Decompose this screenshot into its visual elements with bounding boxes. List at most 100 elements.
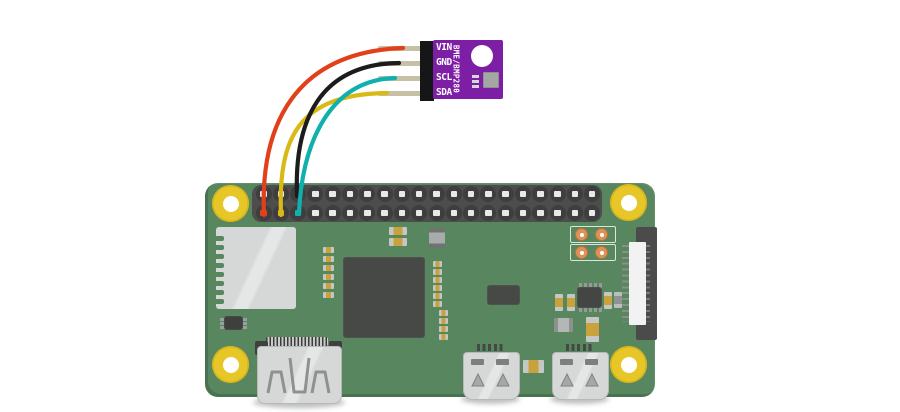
sensor-pin-housing [420,85,434,101]
gpio-pin-contact [329,209,336,217]
smd-resistor [389,238,407,246]
test-pad [595,246,608,259]
sensor-pad-bar [472,85,479,88]
test-pad [595,228,608,241]
test-pad-frame-1 [570,226,616,243]
test-pad-hole [599,250,604,255]
gpio-pin-contact [571,190,579,198]
gpio-pin-contact [467,209,475,217]
gpio-pin-contact [485,209,492,217]
gpio-pin-contact [433,209,440,217]
test-pad-hole [579,250,584,255]
sensor-pin-lead [378,91,424,96]
gpio-pin-contact [502,209,509,217]
gpio-pin-contact [415,190,423,198]
smd-resistor [439,326,448,332]
mounting-hole-center [620,194,637,211]
usb-slot [471,359,484,365]
gpio-pin-contact [415,209,423,217]
gpio-pin-contact [588,209,596,217]
sensor-pin-lead [378,76,424,81]
smd-capacitor [554,318,573,332]
gpio-pin-contact [398,209,406,217]
gpio-pin-contact [398,190,406,198]
gpio-pin-contact [329,190,336,198]
gpio-pin-contact [433,190,440,198]
smd-resistor [433,277,442,283]
mounting-hole-bottom-left [212,346,249,383]
camera-connector-teeth [622,245,629,322]
microsd-contact-notch [215,236,224,241]
small-ic [224,316,243,330]
camera-connector-teeth-inner [646,245,650,322]
test-pad-frame-2 [570,244,616,261]
smd-resistor [439,310,448,316]
test-pad [575,228,588,241]
usb-pins [477,344,503,351]
smd-resistor [567,294,575,311]
usb-slot [560,359,573,365]
sensor-pad-bar [472,75,479,78]
sensor-pin-housing [420,40,434,56]
gpio-pin-contact [571,209,579,217]
mounting-hole-bottom-right [610,346,647,383]
smd-resistor [439,334,448,340]
sensor-pin-label-gnd: GND [436,57,452,68]
capacitor [429,228,445,248]
gpio-pin-contact [450,190,458,198]
mounting-hole-top-left [212,185,249,222]
gpio-pin-contact [502,190,509,198]
smd-resistor [433,269,442,275]
sensor-pin-lead [378,46,424,51]
microsd-contact-notch [215,254,224,259]
microsd-contact-notch [215,290,224,295]
gpio-pin-contact [277,209,285,217]
gpio-pin-contact [364,190,371,198]
gpio-pin-contact [312,190,319,198]
gpio-pin-contact [364,209,371,217]
soc-chip [343,257,425,338]
gpio-pin-contact [485,190,492,198]
smd-capacitor [614,292,622,308]
mounting-hole-top-right [610,184,647,221]
usb-pins [566,344,592,351]
camera-ribbon [629,242,646,325]
sensor-pin-lead [378,61,424,66]
sensor-chip [483,72,499,88]
usb-slot [496,359,509,365]
sensor-pin-housing [420,70,434,86]
gpio-pin-contact [467,190,475,198]
sensor-pin-housing [420,55,434,71]
smd-resistor [433,301,442,307]
sensor-mounting-hole [471,45,493,67]
gpio-pin-contact [554,190,561,198]
smd-resistor [323,283,334,289]
microsd-contact-notch [215,281,224,286]
gpio-pin-contact [312,209,319,217]
smd-resistor [433,261,442,267]
sensor-pin-label-vin: VIN [436,42,452,53]
gpio-pin-contact [519,190,527,198]
microsd-slot [216,227,296,309]
gpio-pin-contact [519,209,527,217]
smd-resistor [323,274,334,280]
gpio-pin-contact [260,209,267,217]
smd-resistor [604,292,612,309]
test-pad-hole [599,232,604,237]
mounting-hole-center [222,195,239,212]
microsd-contact-notch [215,263,224,268]
gpio-pin-contact [588,190,596,198]
memory-chip [487,285,520,305]
gpio-pin-contact [277,190,285,198]
gpio-pin-contact [381,209,388,217]
smd-resistor [555,294,563,311]
sensor-pad-bar [472,80,479,83]
test-pad-hole [579,232,584,237]
smd-resistor [433,293,442,299]
gpio-pin-contact [260,190,267,198]
gpio-pin-contact [346,209,354,217]
mounting-hole-center [620,356,637,373]
smd-resistor [523,360,544,373]
sensor-vertical-label: BME/BMP280 [451,44,461,94]
